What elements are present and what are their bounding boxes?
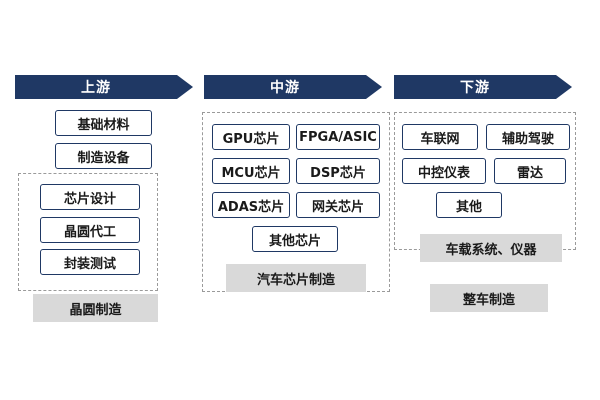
node-wafer-manufacturing: 晶圆制造 bbox=[33, 294, 158, 322]
node-basic-materials: 基础材料 bbox=[55, 110, 152, 136]
node-fpga-asic: FPGA/ASIC bbox=[296, 124, 380, 150]
node-vehicle-systems-instruments: 车载系统、仪器 bbox=[420, 234, 562, 262]
group-upstream-fabrication bbox=[18, 173, 158, 291]
node-manufacturing-equipment: 制造设备 bbox=[55, 143, 152, 169]
node-chip-design: 芯片设计 bbox=[40, 184, 140, 210]
node-central-control-instrument: 中控仪表 bbox=[402, 158, 486, 184]
node-internet-of-vehicles: 车联网 bbox=[402, 124, 478, 150]
node-vehicle-manufacturing: 整车制造 bbox=[430, 284, 548, 312]
node-auto-chip-manufacturing: 汽车芯片制造 bbox=[226, 264, 366, 292]
node-other-chips: 其他芯片 bbox=[252, 226, 338, 252]
node-adas-chip: ADAS芯片 bbox=[212, 192, 290, 218]
node-mcu-chip: MCU芯片 bbox=[212, 158, 290, 184]
node-other: 其他 bbox=[436, 192, 502, 218]
stage-header-upstream: 上游 bbox=[15, 75, 193, 99]
node-gpu-chip: GPU芯片 bbox=[212, 124, 290, 150]
stage-header-midstream: 中游 bbox=[204, 75, 382, 99]
node-gateway-chip: 网关芯片 bbox=[296, 192, 380, 218]
node-wafer-foundry: 晶圆代工 bbox=[40, 217, 140, 243]
node-dsp-chip: DSP芯片 bbox=[296, 158, 380, 184]
node-assisted-driving: 辅助驾驶 bbox=[486, 124, 570, 150]
stage-header-downstream: 下游 bbox=[394, 75, 572, 99]
node-packaging-testing: 封装测试 bbox=[40, 249, 140, 275]
node-radar: 雷达 bbox=[494, 158, 566, 184]
